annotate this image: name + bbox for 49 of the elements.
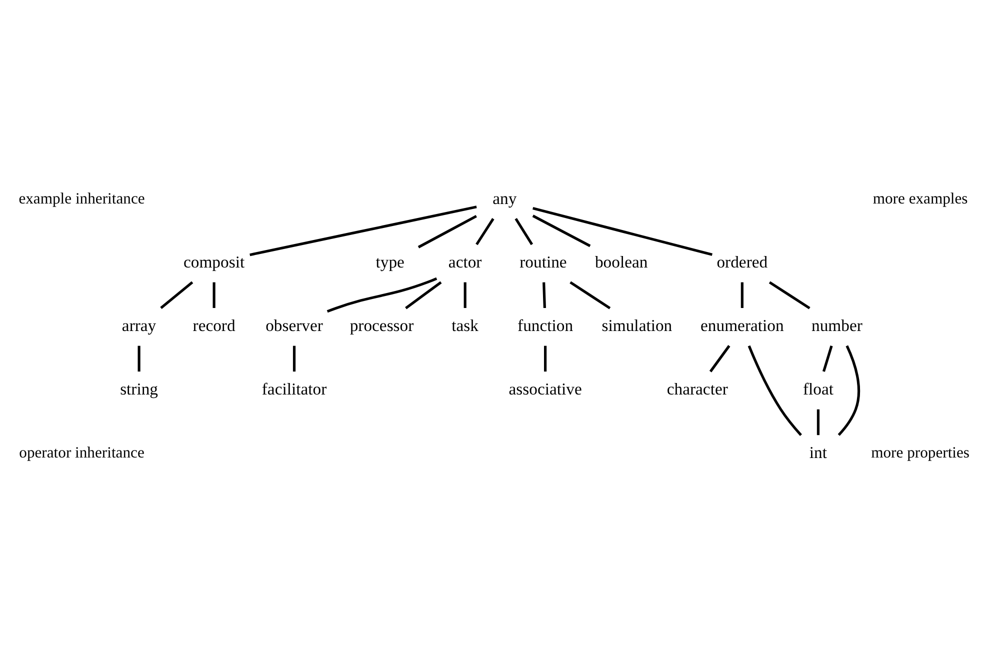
node-text: type xyxy=(376,252,404,272)
node-text: composit xyxy=(184,252,245,272)
node-text: routine xyxy=(520,252,567,272)
node-text: task xyxy=(452,316,479,335)
node-text: character xyxy=(666,380,728,398)
connector xyxy=(740,282,744,308)
connector xyxy=(418,215,477,248)
connector xyxy=(405,281,442,310)
node-text: associative xyxy=(508,380,582,398)
connector xyxy=(160,281,194,310)
node-text: string xyxy=(120,380,158,398)
connector xyxy=(816,409,820,436)
connector xyxy=(138,346,140,372)
connector xyxy=(709,345,730,372)
node-text: ordered xyxy=(716,252,768,272)
node-text: function xyxy=(518,316,574,335)
connector xyxy=(570,281,611,310)
node-text: actor xyxy=(448,252,482,272)
connector xyxy=(250,206,477,256)
node-text: int xyxy=(809,443,828,462)
node-text: any xyxy=(492,188,517,208)
connector xyxy=(542,282,546,308)
label: more examples xyxy=(872,190,968,208)
connector xyxy=(768,281,810,310)
node-text: facilitator xyxy=(262,380,327,398)
node-text: simulation xyxy=(602,316,672,335)
connector xyxy=(838,345,860,436)
connector xyxy=(514,218,534,246)
node-text: processor xyxy=(350,316,414,335)
connector xyxy=(476,218,494,246)
node-text: array xyxy=(122,316,156,335)
connector xyxy=(292,346,296,372)
node-text: record xyxy=(192,316,236,335)
node-text: observer xyxy=(266,316,323,335)
connector xyxy=(748,345,802,436)
label: example inheritance xyxy=(18,190,145,208)
connector xyxy=(532,214,591,248)
node-text: float xyxy=(802,380,834,398)
label: operator inheritance xyxy=(19,444,144,462)
connector xyxy=(326,277,438,313)
connector xyxy=(532,206,712,256)
connector xyxy=(544,346,547,372)
connector xyxy=(212,282,216,308)
connector xyxy=(464,282,466,308)
node-text: boolean xyxy=(594,252,648,272)
label: more properties xyxy=(871,444,970,462)
node-text: enumeration xyxy=(700,316,784,335)
connector xyxy=(822,345,833,372)
node-text: number xyxy=(812,316,862,335)
